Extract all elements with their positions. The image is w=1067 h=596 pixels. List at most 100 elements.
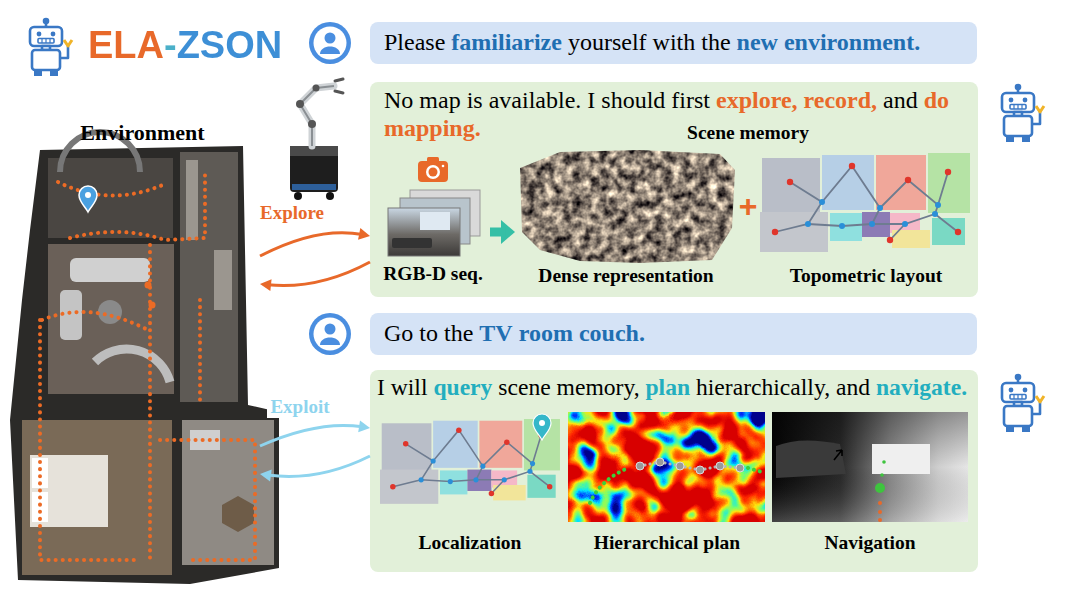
image-node: Hierarchical plan: [566, 408, 768, 556]
depth-view: [772, 412, 968, 522]
illustration-circle: [326, 192, 334, 200]
robot-arm: [290, 79, 343, 200]
illustration-path: [776, 440, 846, 478]
illustration-circle: [426, 165, 440, 179]
illustration-g: [636, 458, 744, 474]
highlight-word: couch.: [579, 320, 645, 346]
illustration-path: [834, 450, 842, 460]
illustration-circle: [878, 510, 882, 514]
illustration-rect: [518, 148, 738, 268]
illustration-path: [335, 79, 343, 93]
illustration-rect: [290, 146, 338, 192]
highlight-word: record,: [804, 87, 878, 113]
illustration-circle: [539, 420, 545, 426]
panel-ground: [370, 82, 978, 297]
image-node: Localization: [378, 410, 562, 556]
robot-icon: [1002, 375, 1044, 432]
bubble-ground: [370, 313, 977, 355]
plus-sign: +: [739, 188, 758, 225]
image-node: Navigation: [770, 408, 970, 556]
illustration-rect: [772, 412, 968, 522]
topometric-map: [760, 153, 970, 252]
connector: [260, 262, 370, 291]
illustration-circle: [429, 168, 438, 177]
illustration-rect: [772, 412, 968, 522]
section-label: Scene memory: [687, 122, 809, 144]
localization-map: [380, 419, 560, 504]
image-caption: Dense representation: [538, 265, 713, 287]
user-bubble: Please familiarize yourself with the new…: [370, 22, 977, 64]
illustration-rect: [292, 184, 336, 190]
illustration-circle: [676, 462, 684, 470]
robot-message: No map is available. I should first expl…: [384, 87, 964, 142]
illustration-rect: [70, 258, 150, 282]
illustration-circle: [880, 473, 884, 477]
illustration-g: [40, 175, 255, 560]
highlight-word: do: [924, 87, 949, 113]
robot-message: I will query scene memory, plan hierarch…: [377, 374, 967, 401]
illustration-path: [640, 462, 740, 470]
illustration-rect: [388, 208, 460, 256]
edge-label: Explore: [257, 202, 327, 224]
connector: [490, 220, 515, 244]
illustration-rect: [568, 412, 765, 522]
highlight-word: room: [519, 320, 573, 346]
illustration-rect: [180, 152, 238, 402]
illustration-circle: [85, 192, 91, 198]
illustration-circle: [736, 464, 744, 472]
illustration-circle: [313, 85, 320, 92]
dense-map: [518, 148, 738, 268]
bubble-ground: [370, 22, 977, 64]
illustration-circle: [878, 501, 882, 505]
user-icon: [309, 22, 351, 64]
illustration-path: [300, 86, 334, 146]
rgbd-frames: [388, 190, 480, 256]
user-message: Please familiarize yourself with the new…: [384, 29, 920, 57]
environment-heading: Environment: [80, 120, 204, 145]
illustration-rect: [872, 444, 930, 474]
connector-line: [260, 233, 362, 256]
illustration-path: [70, 175, 205, 240]
edge-label-wrap: Explore: [257, 202, 327, 224]
illustration-rect: [392, 238, 432, 248]
robot-icon: [1002, 85, 1044, 142]
highlight-word: plan: [646, 374, 691, 400]
highlight-word: environment.: [784, 29, 920, 55]
edge-label-wrap: Exploit: [267, 396, 332, 418]
section-label-wrap: Scene memory: [687, 122, 809, 144]
illustration-circle: [308, 120, 316, 128]
illustration-path: [40, 320, 140, 560]
illustration-path: [148, 245, 152, 560]
user-message: Go to the TV room couch.: [384, 320, 645, 348]
illustration-rect: [427, 157, 439, 163]
connector-line: [490, 228, 505, 237]
image-caption: Navigation: [824, 532, 915, 554]
user-icon: [309, 313, 351, 355]
illustration-rect: [418, 161, 448, 182]
highlight-word: familiarize: [451, 29, 562, 55]
illustration-path: [42, 312, 148, 330]
illustration-path: [58, 182, 165, 196]
logo-robot: [30, 19, 72, 76]
highlight-word: mapping.: [384, 115, 481, 141]
plus-sign-wrap: +: [739, 188, 758, 225]
robot-panel: I will query scene memory, plan hierarch…: [370, 370, 978, 572]
illustration-circle: [442, 165, 445, 168]
connector-line: [268, 456, 370, 477]
cost-heatmap: [568, 412, 765, 522]
title-wrap: ELA-ZSON: [88, 23, 282, 69]
illustration-circle: [716, 462, 724, 470]
image-node: RGB-D seq.: [376, 150, 490, 288]
illustration-circle: [294, 192, 302, 200]
illustration-path: [590, 468, 628, 503]
image-caption: Hierarchical plan: [594, 532, 740, 554]
illustration-polygon: [10, 146, 279, 584]
connector-line: [260, 425, 362, 446]
illustration-path: [198, 300, 202, 400]
connector: [260, 456, 370, 481]
illustration-use: [79, 186, 97, 212]
robot-panel: No map is available. I should first expl…: [370, 82, 978, 297]
illustration-rect: [186, 160, 198, 240]
illustration-circle: [875, 483, 885, 493]
